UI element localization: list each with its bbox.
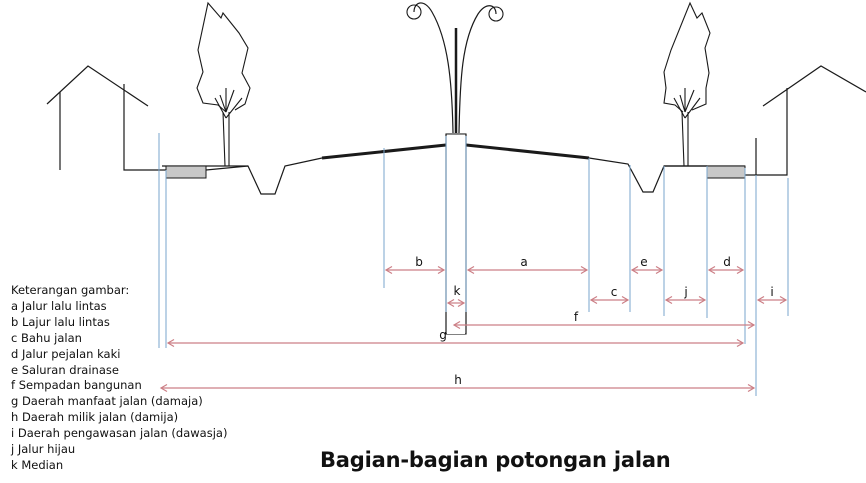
- arrow-head: [655, 265, 664, 275]
- dimension-e: e: [630, 255, 664, 275]
- arrow-head: [580, 265, 589, 275]
- dimension-label: h: [454, 373, 462, 387]
- legend-item: c Bahu jalan: [11, 330, 82, 345]
- dimension-k: k: [446, 284, 466, 308]
- arrow-head: [747, 383, 756, 393]
- dimension-c: c: [589, 285, 630, 305]
- dimension-label: e: [640, 255, 647, 269]
- arrow-head: [621, 295, 630, 305]
- dimension-g: g: [166, 328, 745, 348]
- arrow-head: [457, 298, 466, 308]
- dimension-label: b: [415, 255, 423, 269]
- dimension-h: h: [159, 373, 756, 393]
- left-tree: [196, 1, 251, 167]
- dimension-label: d: [723, 255, 731, 269]
- dimension-i: i: [756, 285, 788, 305]
- dimension-label: g: [439, 328, 447, 342]
- arrow-head: [664, 295, 673, 305]
- guide-lines: [158, 133, 789, 396]
- arrow-head: [736, 338, 745, 348]
- legend-heading: Keterangan gambar:: [11, 283, 130, 297]
- street-lamp: [406, 2, 504, 134]
- arrow-head: [589, 295, 598, 305]
- right-sidewalk: [706, 165, 746, 179]
- dimension-arrows: b a e d k c j i f g h: [159, 255, 788, 393]
- dimension-b: b: [384, 255, 446, 275]
- dimension-label: i: [770, 285, 773, 299]
- arrow-head: [159, 383, 168, 393]
- legend-item: d Jalur pejalan kaki: [11, 346, 121, 361]
- arrow-head: [466, 265, 475, 275]
- legend-item: i Daerah pengawasan jalan (dawasja): [11, 426, 228, 441]
- arrow-head: [707, 265, 716, 275]
- legend-item: b Lajur lalu lintas: [11, 314, 110, 329]
- arrow-head: [452, 320, 461, 330]
- arrow-head: [446, 298, 455, 308]
- legend-item: a Jalur lalu lintas: [11, 298, 107, 313]
- dimension-label: k: [454, 284, 461, 298]
- legend-item: j Jalur hijau: [11, 442, 76, 457]
- arrow-head: [630, 265, 639, 275]
- dimension-label: j: [683, 285, 687, 299]
- left-house: [46, 65, 160, 171]
- diagram-title: Bagian-bagian potongan jalan: [320, 448, 671, 472]
- arrow-head: [747, 320, 756, 330]
- legend-item: g Daerah manfaat jalan (damaja): [11, 394, 203, 409]
- dimension-label: f: [574, 310, 579, 324]
- legend-item: e Saluran drainase: [11, 362, 119, 377]
- dimension-d: d: [707, 255, 745, 275]
- right-house: [755, 65, 866, 176]
- arrow-head: [779, 295, 788, 305]
- dimension-f: f: [452, 310, 756, 330]
- arrow-head: [384, 265, 393, 275]
- right-tree: [663, 1, 711, 167]
- left-sidewalk: [165, 165, 207, 179]
- legend-item: k Median: [11, 457, 64, 472]
- arrow-head: [437, 265, 446, 275]
- dimension-a: a: [466, 255, 589, 275]
- legend: Keterangan gambar: a Jalur lalu lintas b…: [11, 283, 227, 474]
- arrow-head: [736, 265, 745, 275]
- arrow-head: [166, 338, 175, 348]
- legend-item: f Sempadan bangunan: [11, 378, 142, 393]
- arrow-head: [698, 295, 707, 305]
- arrow-head: [756, 295, 765, 305]
- dimension-label: a: [520, 255, 527, 269]
- dimension-j: j: [664, 285, 707, 305]
- dimension-label: c: [611, 285, 618, 299]
- legend-item: h Daerah milik jalan (damija): [11, 410, 179, 425]
